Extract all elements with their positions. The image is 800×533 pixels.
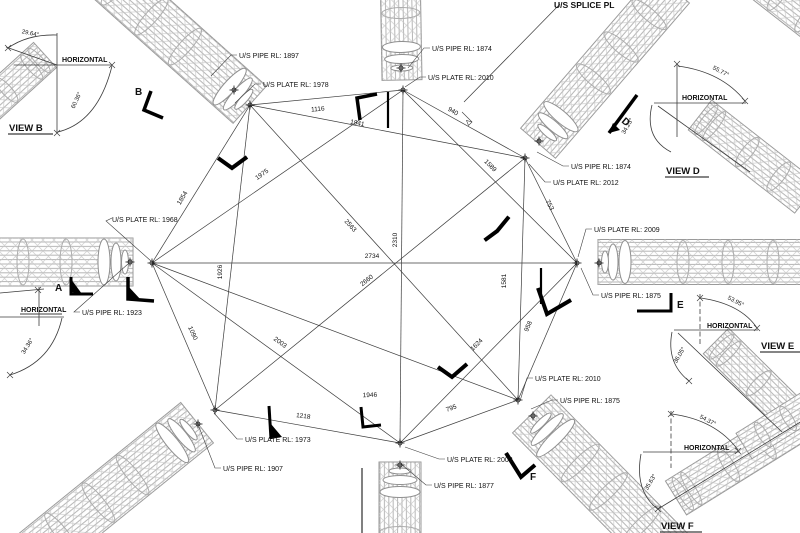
view-b-title: VIEW B [9,123,43,134]
dim: 1116 [311,105,325,113]
dim: 958 [523,320,534,333]
view-a-angle-bottom: 34.36° [21,337,36,355]
flag-symbol [271,424,282,439]
dim: 2734 [365,253,380,260]
pipe-e [597,239,800,285]
pipe-w [0,237,134,287]
view-f-title: VIEW F [661,521,694,532]
dim: 1854 [176,190,190,206]
dim: 1624 [469,337,484,352]
weld-symbol [436,362,469,380]
label-e-pipe: U/S PIPE RL: 1875 [601,293,661,300]
view-e-title: VIEW E [761,341,794,352]
view-b-angle-top: 29.64° [21,29,40,39]
dim: 753 [544,199,555,212]
pipe-stub-corner-se [735,387,800,460]
label-nw-pipe: U/S PIPE RL: 1897 [239,53,299,60]
pipe-stub-corner-ne [746,0,800,52]
dim: 1975 [254,168,270,182]
weld-and-section-symbols [69,90,673,533]
pipe-nw [70,0,268,124]
view-f-angle-bottom: 35.63° [644,473,658,492]
flag-symbol [128,286,141,300]
dim: 1946 [363,392,378,400]
pipe-sw [12,401,215,533]
label-n-pipe: U/S PIPE RL: 1874 [432,46,492,53]
dim: 1941 [350,119,366,129]
label-sw-pipe: U/S PIPE RL: 1907 [223,466,283,473]
section-marker-a-wedge [71,279,82,294]
dim: 1218 [296,412,312,421]
label-sw-plate: U/S PLATE RL: 1973 [245,437,311,444]
section-marker-f [504,451,537,481]
pipe-ne [519,0,691,159]
view-b-linework [4,33,116,137]
weld-symbol [483,215,511,242]
label-n-plate: U/S PLATE RL: 2010 [428,75,494,82]
view-e-horizontal: HORIZONTAL [707,323,753,330]
view-e-angle-top: 53.95° [726,295,745,309]
dim: 1926 [217,264,224,279]
dim: 2563 [343,218,358,234]
view-e-linework [670,294,800,433]
label-e-plate: U/S PLATE RL: 2009 [594,227,660,234]
splice-note: U/S SPLICE PL [554,0,614,10]
leader-lines [73,47,599,486]
label-nw-plate: U/S PLATE RL: 1978 [263,82,329,89]
dim: 1581 [501,273,508,288]
pipe-se [511,394,688,533]
member-line-web [151,3,578,444]
dim: 1090 [186,325,198,341]
section-marker-e [637,293,673,313]
label-se-plate: U/S PLATE RL: 2010 [535,376,601,383]
label-se-pipe: U/S PIPE RL: 1875 [560,398,620,405]
weld-symbol [536,287,573,317]
label-ne-pipe: U/S PIPE RL: 1874 [571,164,631,171]
dim: 940 [446,106,459,118]
label-ne-plate: U/S PLATE RL: 2012 [553,180,619,187]
dim: 2310 [392,232,399,247]
pipe-stub-view-b [0,41,58,130]
label-w-pipe: U/S PIPE RL: 1923 [82,310,142,317]
label-s-pipe: U/S PIPE RL: 1877 [434,483,494,490]
weld-symbol [216,155,249,171]
view-e-angle-bottom: 36.05° [673,346,687,365]
section-letter-b: B [135,87,142,98]
view-d-angle-top: 55.77° [711,65,730,79]
dim: 2003 [272,336,288,350]
label-w-plate: U/S PLATE RL: 1968 [112,217,178,224]
pipe-n [379,0,423,81]
view-b-horizontal: HORIZONTAL [62,57,108,64]
view-d-linework [649,60,751,178]
section-marker-d-arrow [609,123,620,133]
pipe-stub-view-d [687,99,800,214]
view-a-horizontal: HORIZONTAL [21,307,67,314]
view-d-horizontal: HORIZONTAL [682,95,728,102]
section-letter-e: E [677,300,684,311]
view-a-linework [0,286,64,379]
section-marker-b [141,90,164,120]
view-f-horizontal: HORIZONTAL [684,445,730,452]
view-d-title: VIEW D [666,166,700,177]
flag-symbol [359,406,382,429]
pipe-s [378,461,422,533]
section-letter-a: A [55,283,62,294]
label-s-plate: U/S PLATE RL: 2002 [447,457,513,464]
dim: 795 [445,403,458,413]
view-b-angle-bottom: 60.36° [71,91,84,110]
flag-symbol [267,405,273,440]
view-f-linework [639,410,800,533]
view-f-angle-top: 54.37° [698,414,717,428]
flag-symbol [355,92,378,121]
section-letter-f: F [530,472,536,483]
